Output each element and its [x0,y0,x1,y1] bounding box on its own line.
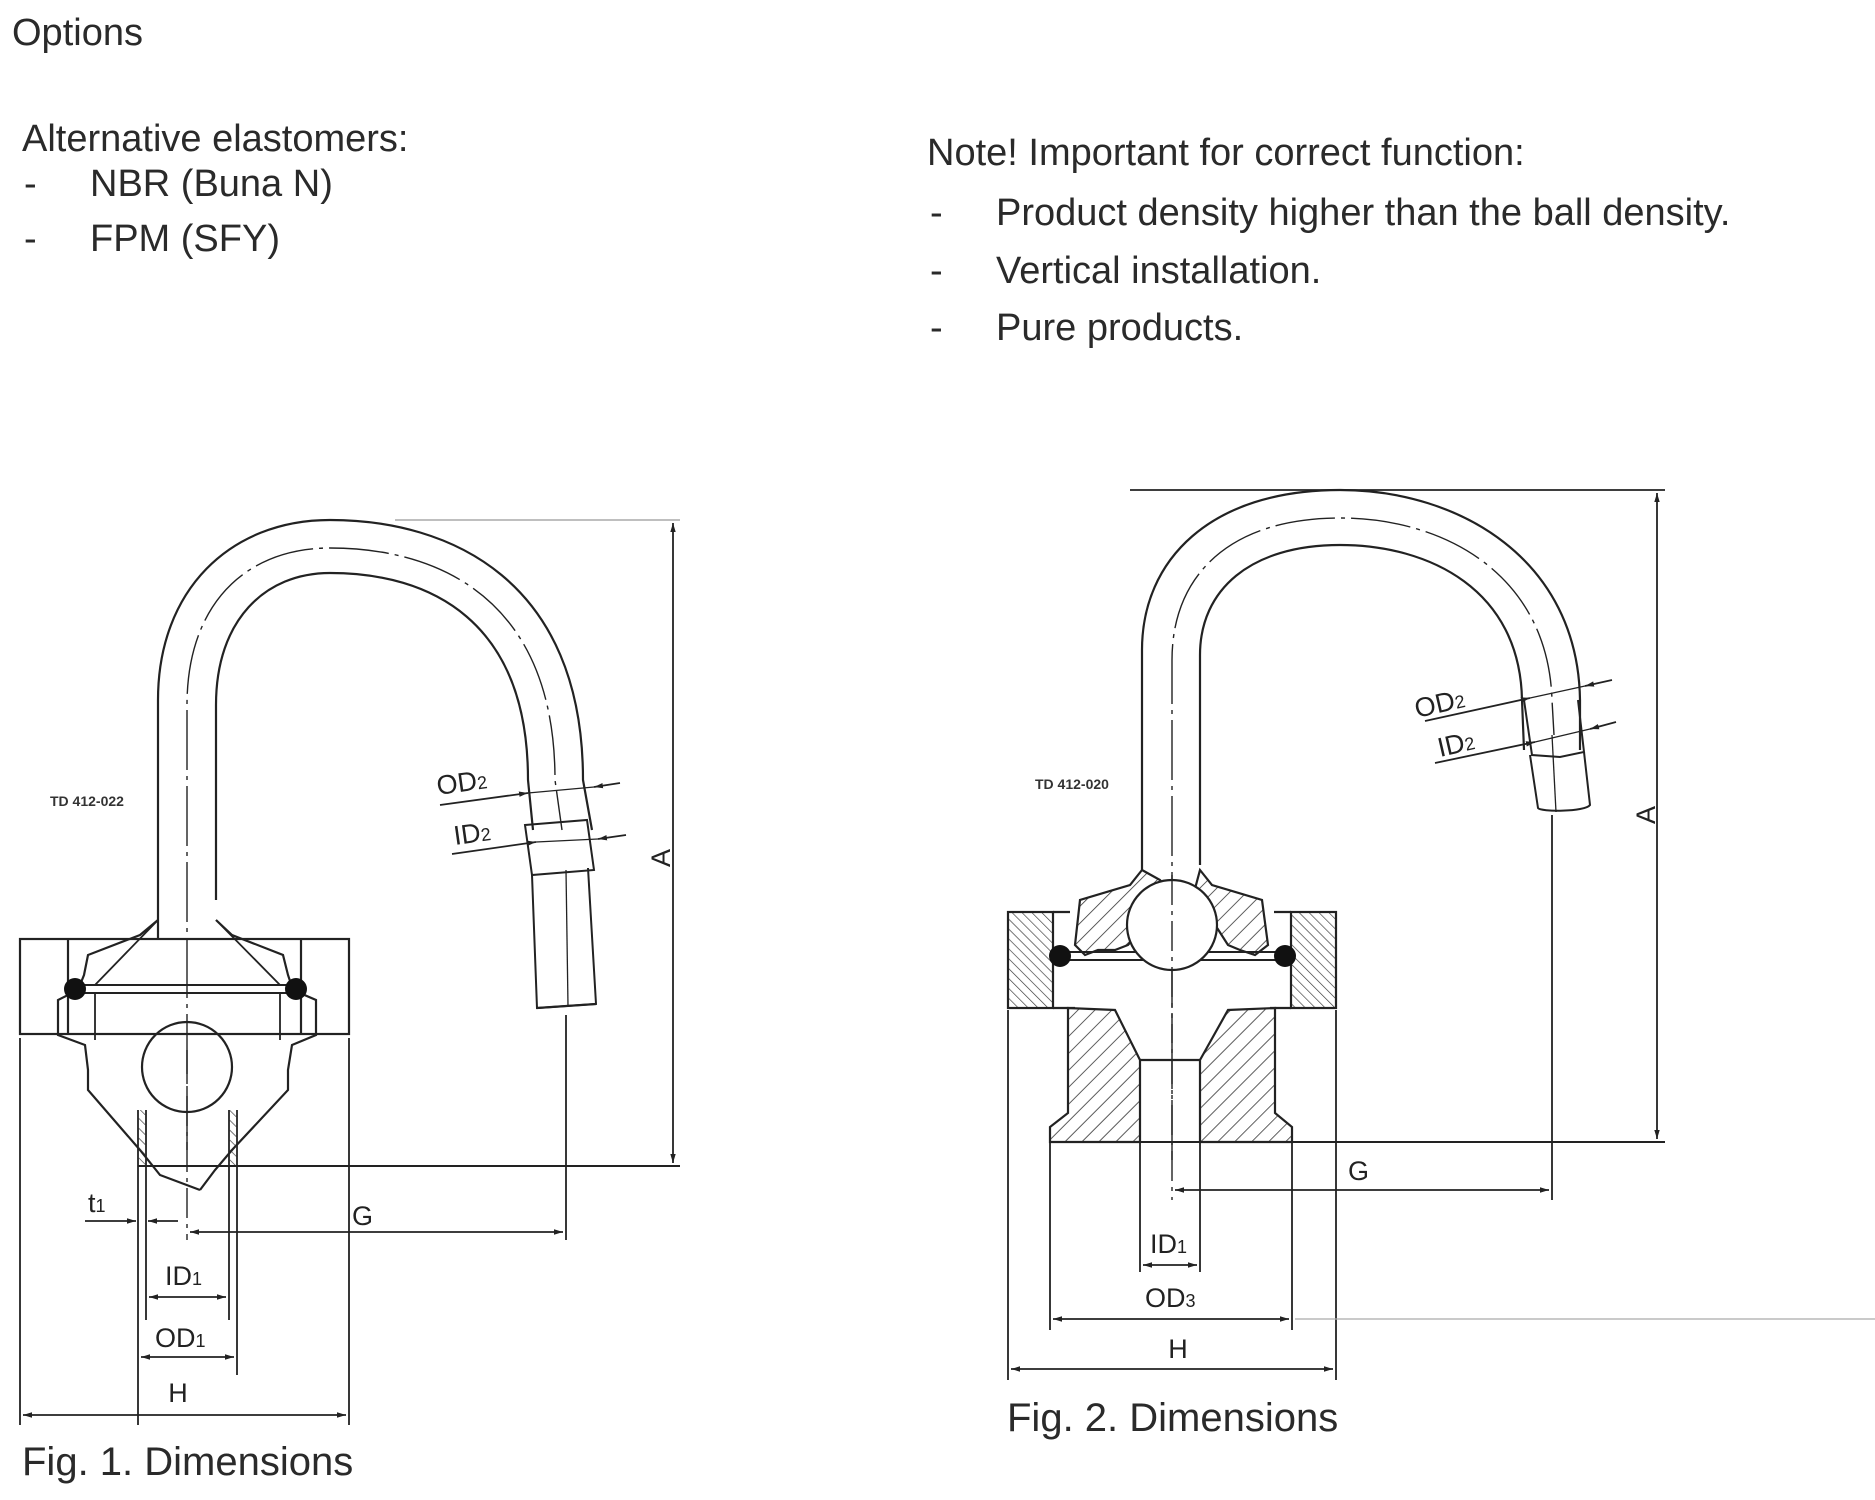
fig1-label-h: H [168,1378,188,1408]
fig1-body-outline-left [56,919,201,1192]
elastomer-label: NBR (Buna N) [90,163,333,205]
fig1-body-inner-right [215,919,281,986]
bullet-dash: - [930,307,943,349]
bullet-dash: - [24,218,37,260]
fig1-tube-end-section [531,867,598,1010]
note-label: Vertical installation. [996,250,1322,292]
fig1-dim-od2-leader [439,791,529,806]
fig1-drawing-id: TD 412-022 [50,793,124,809]
fig1-tube-outer-wall [156,518,594,940]
fig2-tube-inner-wall [1198,543,1526,865]
fig1-seals [64,978,307,1000]
fig1-flange-box [18,937,351,1036]
fig2-label-g: G [1348,1156,1369,1186]
fig2-tube-end-axis [1551,734,1557,813]
fig2-dim-od2-leader [1424,697,1531,722]
fig2-label-h: H [1168,1334,1188,1364]
fig2-label-od2: OD2 [1412,683,1468,724]
bullet-dash: - [930,192,943,234]
fig2-drawing-id: TD 412-020 [1035,776,1109,792]
fig1-label-id2: ID2 [452,816,493,851]
elastomer-label: FPM (SFY) [90,218,280,260]
elastomers-title: Alternative elastomers: [22,118,409,160]
fig1-label-t1: t1 [88,1188,106,1218]
fig1-dim-od2-line [527,786,595,794]
fig2-dim-od2-line [1529,685,1586,699]
fig2-tube-outer-wall [1140,488,1582,870]
fig2-dimensions [1011,493,1660,1372]
fig2-tube-end [1523,699,1586,759]
fig1-tube-end-axis [565,869,569,1007]
section-title: Options [12,12,143,54]
fig2-dim-id2-line [1534,728,1591,743]
fig1-label-g: G [352,1201,373,1231]
note-title: Note! Important for correct function: [927,132,1525,174]
fig2-label-a: A [1631,806,1661,824]
fig2-seals [1049,945,1296,967]
fig2-flange-left [1006,910,1055,1010]
fig1-pipe-wall-left [138,1110,146,1166]
note-item: - Vertical installation. [930,250,1321,293]
fig1-pipe-wall-right [229,1110,237,1166]
fig1-dim-id2-right [597,834,627,841]
fig2-flange-right [1289,910,1338,1010]
elastomer-item: - NBR (Buna N) [24,163,333,206]
fig2-dimension-labels: TD 412-020 A G H ID1 OD3 OD2 ID2 [1035,683,1661,1364]
figure-1-caption: Fig. 1. Dimensions [22,1440,354,1484]
figure-2-caption: Fig. 2. Dimensions [1007,1396,1339,1440]
fig1-dimension-labels: TD 412-022 A G H ID1 OD1 t1 OD2 ID2 [50,764,676,1408]
fig2-tube-end-section [1529,751,1592,812]
note-item: - Pure products. [930,307,1243,350]
bullet-dash: - [24,163,37,205]
fig1-label-a: A [646,849,676,867]
fig1-body-inner-left [94,919,159,986]
bullet-dash: - [930,250,943,292]
fig1-tube-end-bottom [536,1002,597,1010]
fig2-label-id1: ID1 [1150,1229,1187,1259]
fig1-tube-centerline [186,547,563,1150]
fig1-label-id1: ID1 [165,1261,202,1291]
fig2-body-lower-right [1198,1006,1294,1144]
elastomer-item: - FPM (SFY) [24,218,280,261]
figure-2-drawing [1006,488,1875,1380]
fig2-tube-centerline [1171,517,1555,1160]
fig2-body-lower-left [1048,1006,1142,1144]
fig2-label-od3: OD3 [1145,1283,1196,1313]
fig1-body-outline-right [199,919,318,1191]
fig1-dim-id2-leader [451,840,537,855]
fig1-label-od1: OD1 [155,1323,206,1353]
fig1-dimensions [23,523,676,1418]
fig1-dim-id2-line [535,838,599,843]
figure-1-drawing [18,518,680,1425]
fig2-dim-id2-leader [1434,741,1536,764]
note-label: Product density higher than the ball den… [996,192,1731,234]
fig2-dim-od2-right [1584,679,1613,687]
fig2-label-id2: ID2 [1435,725,1478,763]
fig1-dim-od2-right [593,782,621,789]
fig1-tube-end [523,818,596,877]
note-item: - Product density higher than the ball de… [930,192,1730,235]
note-label: Pure products. [996,307,1244,349]
fig1-tube-inner-wall [214,571,535,900]
fig2-dim-id2-right [1589,721,1617,730]
fig1-label-od2: OD2 [435,764,489,801]
